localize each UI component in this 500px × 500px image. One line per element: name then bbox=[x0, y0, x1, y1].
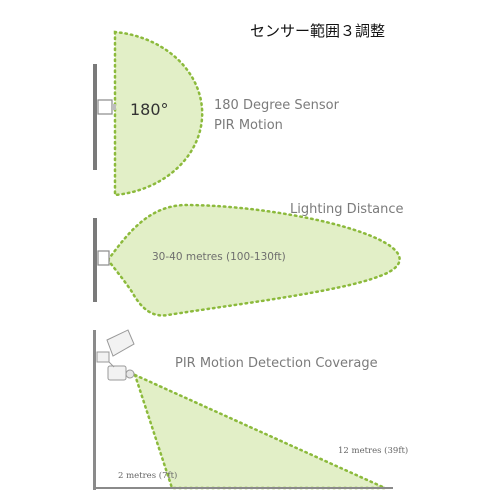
wall-3 bbox=[93, 330, 96, 490]
wall-1 bbox=[93, 64, 97, 170]
coverage-label: PIR Motion Detection Coverage bbox=[175, 356, 378, 371]
sensor-device-2 bbox=[97, 250, 110, 266]
distance-coverage bbox=[106, 203, 401, 317]
lighting-distance-label: Lighting Distance bbox=[290, 202, 404, 217]
page-title: センサー範囲３調整 bbox=[250, 22, 386, 40]
sensor-device-1-face bbox=[112, 104, 116, 110]
semicircle-coverage bbox=[113, 30, 204, 197]
floodlight-icon bbox=[96, 329, 135, 381]
ground-line bbox=[93, 487, 393, 489]
sensor-degree-label: 180 Degree Sensor bbox=[214, 98, 339, 113]
angle-label: 180° bbox=[130, 100, 169, 119]
far-distance-label: 12 metres (39ft) bbox=[338, 446, 409, 456]
distance-panel bbox=[93, 203, 401, 317]
semicircle-panel bbox=[93, 30, 204, 197]
coverage-panel bbox=[93, 329, 393, 490]
near-distance-label: 2 metres (7ft) bbox=[118, 471, 178, 481]
distance-range-label: 30-40 metres (100-130ft) bbox=[152, 251, 286, 263]
sensor-device-1 bbox=[97, 99, 113, 115]
pir-motion-label: PIR Motion bbox=[214, 118, 283, 133]
wall-2 bbox=[93, 218, 97, 302]
